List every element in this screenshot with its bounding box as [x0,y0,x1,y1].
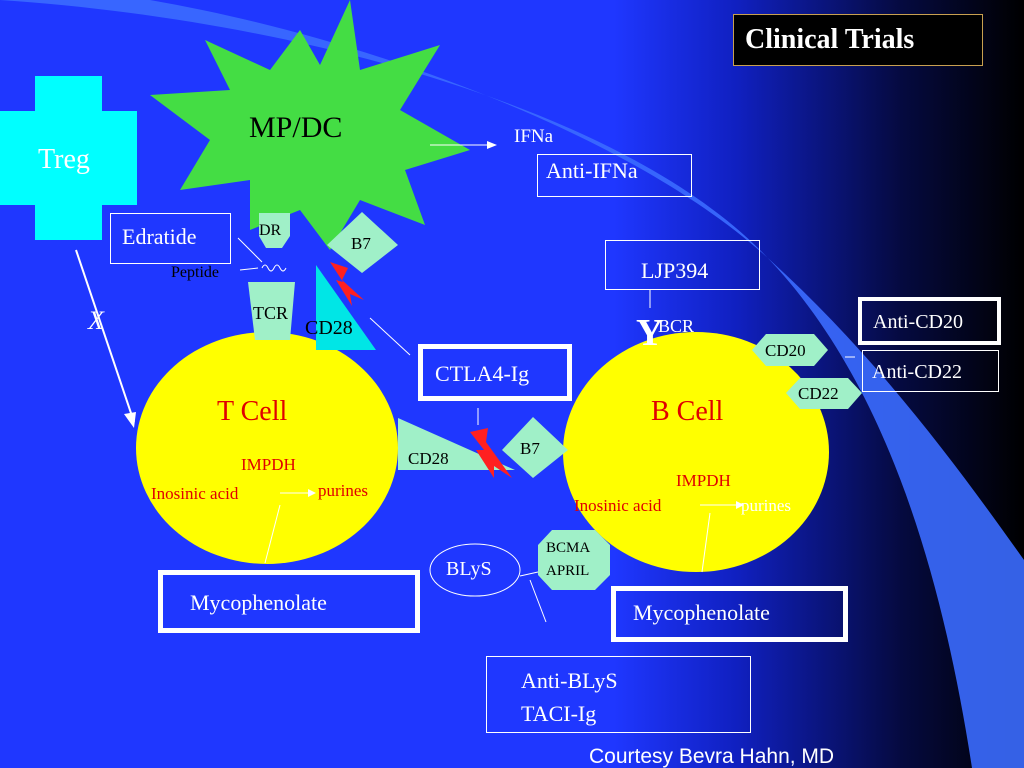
credit-line: Courtesy Bevra Hahn, MD [589,745,835,768]
mycophenolate-t-box [158,570,420,633]
b7-top-label: B7 [351,234,371,253]
ctla4ig-label: CTLA4-Ig [435,361,530,386]
ifna-label: IFNa [514,126,554,147]
cd20-label: CD20 [765,341,806,360]
b-purine-arrow-head [736,501,744,509]
anti-blys-label: Anti-BLyS [521,668,618,693]
cd28-top-receptor [316,265,376,350]
anti-cd22-label: Anti-CD22 [872,361,962,383]
mycophenolate-t-label: Mycophenolate [190,590,327,615]
blys-ellipse [429,543,521,597]
edratide-pointer [237,237,263,263]
t-purines-label: purines [318,481,369,500]
mpdc-star [150,0,470,250]
blys-pointer-a [519,571,539,577]
b-purines-label: purines [741,496,792,515]
lightning-bolt-bottom [470,428,512,478]
cd28-right-label: CD28 [408,449,449,468]
b7-bottom-diamond [502,417,568,478]
dr-receptor [259,213,290,248]
mycophenolate-b-label: Mycophenolate [633,600,770,625]
ctla4-pointer-top [369,317,411,356]
t-cell-body [136,332,398,564]
tcr-label: TCR [253,303,289,323]
bcma-label: BCMA [546,540,591,556]
mpdc-label: MP/DC [249,111,343,144]
anti-cd20-label: Anti-CD20 [873,311,963,333]
dr-label: DR [259,222,282,239]
treg-arrow-head [124,412,136,428]
b7-top-diamond [327,212,398,273]
title-box [733,14,983,66]
treg-inhibition-arrow [75,249,135,423]
edratide-label: Edratide [122,224,197,249]
page-title: Clinical Trials [745,24,915,55]
treg-label: Treg [38,144,90,175]
b-cell-body [563,332,829,572]
b-inosinic-label: Inosinic acid [574,496,662,515]
april-label: APRIL [546,563,590,579]
cd22-label: CD22 [798,384,839,403]
peptide-pointer [239,267,259,271]
t-cell-label: T Cell [217,396,288,427]
b-impdh-label: IMPDH [676,471,731,490]
b-myco-pointer [701,512,711,573]
ljp394-label: LJP394 [641,258,709,283]
anti-cd22-box [862,350,999,392]
mycophenolate-b-box [611,586,848,642]
peptide-squiggle [261,264,287,272]
x-block-mark: X [88,306,104,335]
bcr-symbol: Y [636,312,664,354]
edratide-box [110,213,231,264]
ctla4ig-box [418,344,572,401]
t-impdh-label: IMPDH [241,455,296,474]
treg-cross [0,76,137,240]
taci-ig-label: TACI-Ig [521,701,597,726]
lightning-bolt-top [330,262,364,306]
anti-ifna-label: Anti-IFNa [546,158,638,183]
cd28-top-label: CD28 [305,317,353,339]
anti-cd20-box [858,297,1001,345]
t-myco-pointer [264,504,281,564]
anti-blys-taci-box [486,656,751,733]
b7-bottom-label: B7 [520,439,540,458]
cd22-hexagon [786,378,862,409]
bcr-label: BCR [658,316,695,336]
ifna-arrow-head [487,141,497,149]
peptide-label: Peptide [171,264,219,281]
blys-label: BLyS [446,558,492,580]
bcma-april-octagon [538,530,610,590]
b-cell-label: B Cell [651,396,724,427]
anti-ifna-box [537,154,692,197]
ljp394-box [605,240,760,290]
blys-pointer-b [529,579,547,623]
cd20-hexagon [752,334,828,366]
t-inosinic-label: Inosinic acid [151,484,239,503]
t-purine-arrow-head [308,489,316,497]
tcr-receptor [248,282,295,340]
